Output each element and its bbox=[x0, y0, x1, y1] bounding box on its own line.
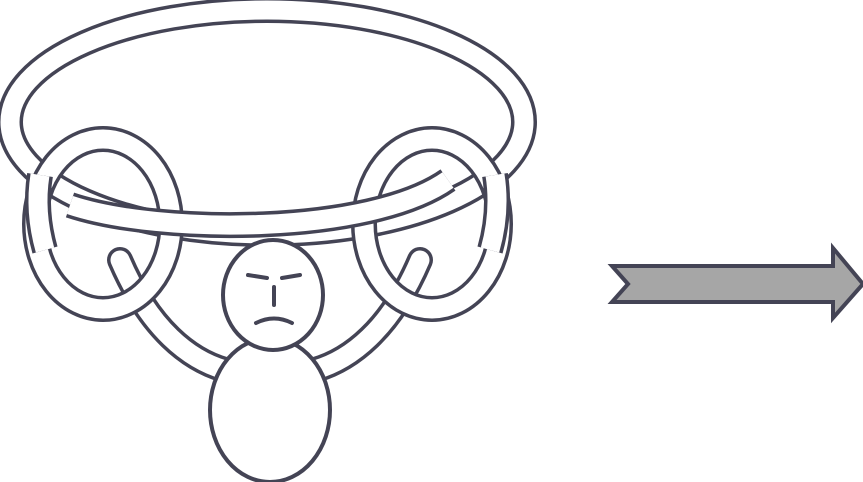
left-eye-icon bbox=[246, 273, 269, 280]
head bbox=[221, 238, 325, 352]
arm-overcross bbox=[24, 172, 511, 254]
belly bbox=[208, 336, 332, 482]
knotted-figure-icon bbox=[0, 0, 537, 482]
lower-body-loops bbox=[107, 247, 433, 383]
frown-mouth-icon bbox=[254, 316, 294, 325]
ring-front-bar bbox=[65, 169, 456, 239]
right-arrow-icon bbox=[607, 242, 863, 324]
right-eye-icon bbox=[280, 273, 302, 280]
